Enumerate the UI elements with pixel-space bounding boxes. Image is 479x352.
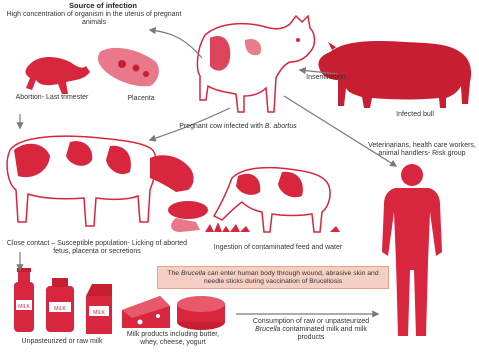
ingestion-label: Ingestion of contaminated feed and water (198, 244, 358, 252)
milk-bottle-label: MILK (18, 304, 30, 310)
pregnant-cow-icon (197, 16, 314, 112)
risk-group-label: Veterinarians, health care workers, anim… (366, 142, 478, 158)
milk-carton-label: MILK (93, 310, 105, 316)
milk-carton-icon: MILK (86, 284, 112, 334)
placenta-icon (98, 48, 159, 86)
abortion-label: Abortion- Last trimester (2, 94, 102, 102)
consumption-label-1: Consumption of raw or unpasteurized (253, 318, 369, 325)
callout-box: The Brucella can enter human body throug… (157, 266, 389, 289)
cheese-wheel-icon (177, 296, 225, 330)
cheese-wedge-icon (122, 296, 170, 328)
arrow-cow-to-source (150, 30, 202, 58)
consumption-label: Consumption of raw or unpasteurized Bruc… (244, 318, 378, 342)
callout-prefix: The (167, 270, 179, 277)
grazing-cow-icon (205, 168, 340, 232)
consumption-label-genus: Brucella (255, 326, 280, 333)
human-silhouette-icon (382, 164, 442, 336)
unpasteurized-milk-label: Unpasteurized or raw milk (2, 338, 122, 346)
placenta-label: Placenta (116, 95, 166, 103)
consumption-label-2: contaminated milk and milk products (282, 326, 366, 341)
pregnant-cow-label-prefix: Pregnant cow infected with (179, 123, 263, 130)
callout-text: can enter human body through wound, abra… (204, 270, 379, 285)
close-contact-label: Close contact – Susceptible population- … (6, 240, 188, 256)
pregnant-cow-label: Pregnant cow infected with B. abortus (168, 123, 308, 131)
source-of-infection-desc: High concentration of organism in the ut… (4, 11, 184, 27)
herd-cows-icon (7, 136, 208, 232)
milk-jug-label: MILK (54, 306, 66, 312)
infected-bull-label: Infected bull (380, 111, 450, 119)
pregnant-cow-label-species: B. abortus (265, 123, 297, 130)
callout-genus: Brucella (181, 270, 206, 277)
source-of-infection-title: Source of infection (48, 2, 158, 10)
aborted-fetus-icon (26, 57, 91, 94)
milk-products-label: Milk products including butter, whey, ch… (118, 331, 228, 347)
milk-bottle-icon: MILK (14, 268, 34, 332)
insemination-label: Insemination (296, 74, 356, 82)
milk-jug-icon: MILK (46, 278, 74, 332)
